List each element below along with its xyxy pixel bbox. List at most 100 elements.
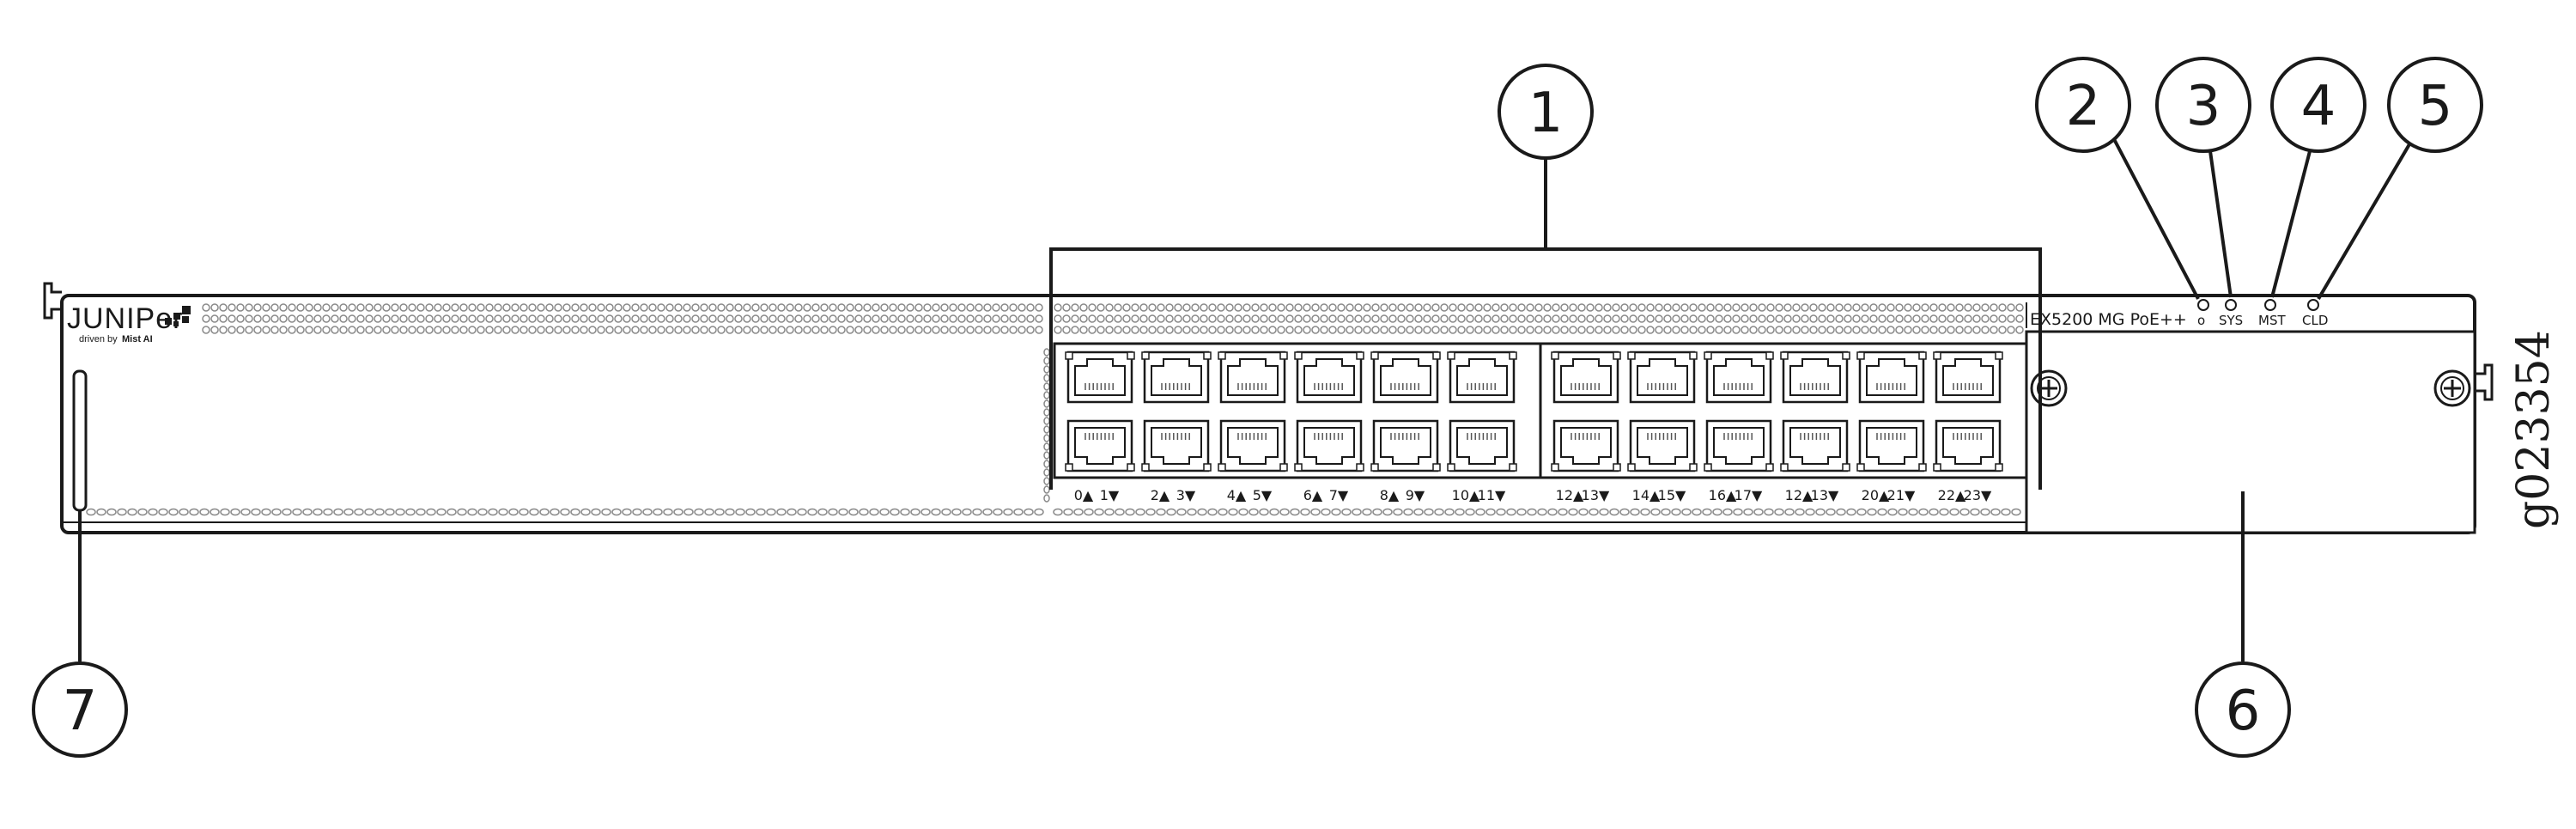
vent-hole [228, 314, 236, 323]
vent-hole [1758, 303, 1766, 312]
vent-hole [343, 508, 354, 516]
vent-hole [1929, 314, 1938, 323]
vent-hole [1003, 508, 1013, 516]
vent-hole [683, 508, 694, 516]
vent-hole [1054, 314, 1062, 323]
vent-hole [1826, 303, 1835, 312]
vent-hole [623, 303, 631, 312]
vent-hole [1603, 314, 1612, 323]
vent-hole [1009, 303, 1018, 312]
vent-hole [1380, 326, 1388, 334]
vent-hole [957, 326, 966, 334]
vent-hole [1970, 508, 1980, 516]
callout-1: 1 [1049, 64, 2042, 490]
vent-hole [1552, 303, 1560, 312]
rj45-port-8[interactable] [1370, 350, 1441, 404]
vent-hole [1537, 508, 1547, 516]
vent-hole [270, 326, 279, 334]
rj45-port-3[interactable] [1141, 419, 1212, 472]
rj45-port-19[interactable] [1780, 419, 1850, 472]
rj45-port-15[interactable] [1627, 419, 1698, 472]
vent-hole [1303, 303, 1311, 312]
rj45-port-9[interactable] [1370, 419, 1441, 472]
rj45-port-20[interactable] [1856, 350, 1927, 404]
rj45-port-22[interactable] [1933, 350, 2003, 404]
vent-hole [296, 314, 305, 323]
rj45-port-10[interactable] [1447, 350, 1517, 404]
vent-hole [992, 303, 1000, 312]
vent-hole [1397, 314, 1406, 323]
vent-hole [1603, 303, 1612, 312]
rj45-port-2[interactable] [1141, 350, 1212, 404]
vent-hole [457, 508, 467, 516]
vent-hole [931, 508, 941, 516]
vent-hole [1640, 508, 1650, 516]
vent-hole [1921, 314, 1929, 323]
port-label: 11▼ [1478, 487, 1506, 503]
rj45-port-12[interactable] [1551, 350, 1621, 404]
vent-hole [1706, 314, 1715, 323]
vent-hole [769, 303, 777, 312]
rj45-port-23[interactable] [1933, 419, 2003, 472]
vent-hole [889, 314, 897, 323]
vent-hole [477, 303, 485, 312]
vent-hole [1321, 508, 1331, 516]
vent-hole [872, 303, 880, 312]
vent-hole [1526, 314, 1534, 323]
vent-hole [468, 314, 477, 323]
vent-hole [622, 508, 632, 516]
vent-hole [1079, 303, 1088, 312]
rj45-port-4[interactable] [1218, 350, 1288, 404]
vent-hole [1449, 326, 1457, 334]
rj45-port-18[interactable] [1780, 350, 1850, 404]
vent-hole [1208, 303, 1217, 312]
vent-hole [580, 314, 588, 323]
vent-hole [1637, 314, 1646, 323]
port-label: 6▲ [1303, 487, 1323, 503]
vent-hole [640, 314, 648, 323]
vent-hole [1741, 314, 1749, 323]
brand-name: JUNIPer [67, 302, 183, 335]
vent-hole [1122, 326, 1131, 334]
vent-hole [1603, 326, 1612, 334]
vent-hole [1698, 314, 1706, 323]
vent-hole [972, 508, 982, 516]
vent-hole [562, 303, 571, 312]
vent-hole [879, 508, 890, 516]
rj45-port-0[interactable] [1065, 350, 1135, 404]
rj45-port-5[interactable] [1218, 419, 1288, 472]
vent-hole [288, 303, 296, 312]
vent-hole [932, 303, 940, 312]
vent-hole [240, 508, 251, 516]
rj45-port-7[interactable] [1294, 419, 1364, 472]
vent-hole [1723, 326, 1732, 334]
vent-hole [657, 326, 665, 334]
vent-hole [1509, 303, 1517, 312]
vent-hole [1073, 508, 1084, 516]
rj45-port-11[interactable] [1447, 419, 1517, 472]
vent-hole [1320, 303, 1328, 312]
status-leds: o SYS MST CLD [2197, 299, 2328, 328]
vent-hole [1026, 303, 1035, 312]
rj45-port-1[interactable] [1065, 419, 1135, 472]
rj45-port-14[interactable] [1627, 350, 1698, 404]
rj45-port-21[interactable] [1856, 419, 1927, 472]
vent-hole [333, 508, 343, 516]
vent-hole [1474, 303, 1483, 312]
vent-hole [897, 314, 906, 323]
rj45-port-13[interactable] [1551, 419, 1621, 472]
vent-hole [1434, 508, 1444, 516]
vent-hole [385, 508, 395, 516]
vent-hole [1689, 314, 1698, 323]
vent-hole [1372, 508, 1382, 516]
vent-hole [1534, 303, 1543, 312]
vent-hole [880, 303, 889, 312]
rj45-port-16[interactable] [1704, 350, 1774, 404]
vent-hole [528, 314, 537, 323]
vent-hole [700, 303, 708, 312]
vent-hole [940, 314, 949, 323]
vent-hole [726, 326, 734, 334]
vent-hole [683, 326, 691, 334]
rj45-port-17[interactable] [1704, 419, 1774, 472]
rj45-port-6[interactable] [1294, 350, 1364, 404]
